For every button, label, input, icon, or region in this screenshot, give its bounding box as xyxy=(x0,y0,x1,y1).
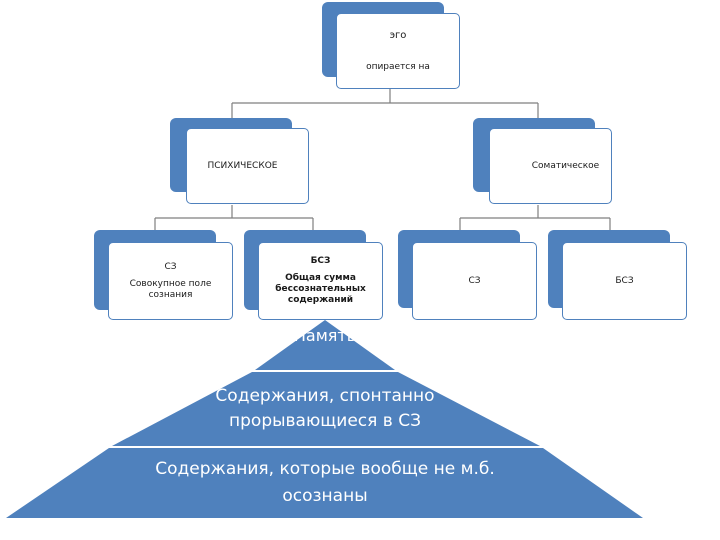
somatic-node: Соматическое xyxy=(473,118,613,206)
ego-node: эго опирается на xyxy=(322,2,462,90)
somatic-sz-node-box: СЗ xyxy=(412,242,537,320)
pyramid-tier-1-label: Память xyxy=(293,326,357,345)
bsz-title: БСЗ xyxy=(310,256,331,266)
sz-title: СЗ xyxy=(164,261,177,272)
somatic-node-box: Соматическое xyxy=(489,128,612,204)
sz-desc: Совокупное поле сознания xyxy=(129,278,212,300)
ego-title: эго xyxy=(389,30,407,41)
psychic-label: ПСИХИЧЕСКОЕ xyxy=(207,160,278,171)
pyramid-tier-2-label: Содержания, спонтанно прорывающиеся в СЗ xyxy=(215,386,435,431)
bsz-node-box: БСЗ Общая сумма бессознательных содержан… xyxy=(258,242,383,320)
psychic-node: ПСИХИЧЕСКОЕ xyxy=(170,118,310,206)
psychic-node-box: ПСИХИЧЕСКОЕ xyxy=(186,128,309,204)
ego-node-box: эго опирается на xyxy=(336,13,460,89)
somatic-sz-title: СЗ xyxy=(468,275,481,286)
sz-node-box: СЗ Совокупное поле сознания xyxy=(108,242,233,320)
somatic-label: Соматическое xyxy=(531,160,600,171)
somatic-bsz-node-box: БСЗ xyxy=(562,242,687,320)
pyramid-tier-3-label: Содержания, которые вообще не м.б. осозн… xyxy=(155,459,495,506)
bsz-desc: Общая сумма бессознательных содержаний xyxy=(275,273,366,305)
somatic-bsz-title: БСЗ xyxy=(615,275,634,286)
sz-node: СЗ Совокупное поле сознания xyxy=(94,230,234,322)
ego-subtitle: опирается на xyxy=(366,62,430,72)
somatic-bsz-node: БСЗ xyxy=(548,230,688,322)
bsz-node: БСЗ Общая сумма бессознательных содержан… xyxy=(244,230,384,322)
somatic-sz-node: СЗ xyxy=(398,230,538,322)
